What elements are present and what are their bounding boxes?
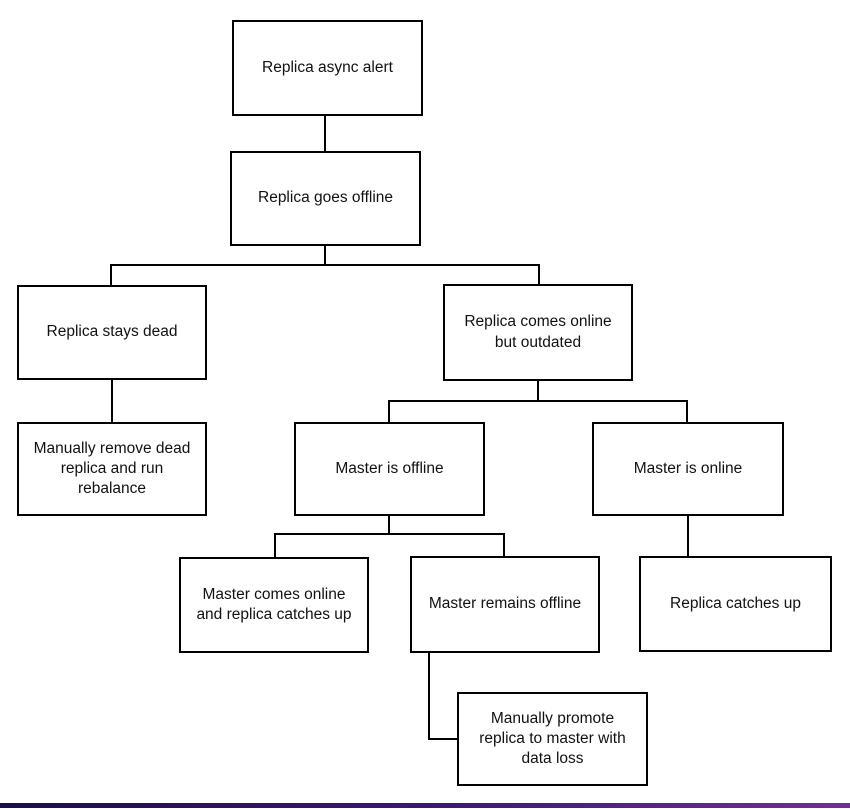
- connector-comes-online-stem: [537, 381, 539, 402]
- connector-goes-offline-branch-bar: [110, 264, 540, 266]
- connector-master-online-to-catches-up: [687, 516, 689, 556]
- node-replica-goes-offline: Replica goes offline: [230, 151, 421, 246]
- node-replica-async-alert-label: Replica async alert: [262, 58, 393, 76]
- connector-comes-online-branch-bar: [388, 400, 688, 402]
- connector-master-offline-stem: [388, 516, 390, 535]
- connector-drop-to-master-comes-online: [274, 533, 276, 557]
- connector-drop-to-comes-online: [538, 264, 540, 284]
- node-replica-comes-online-but-outdated: Replica comes online but outdated: [443, 284, 633, 381]
- node-replica-stays-dead-label: Replica stays dead: [46, 323, 178, 341]
- node-manually-remove-dead-replica: Manually remove dead replica and run reb…: [17, 422, 207, 516]
- node-master-is-offline-label: Master is offline: [335, 459, 444, 477]
- node-replica-goes-offline-label: Replica goes offline: [258, 189, 393, 207]
- node-manually-promote-replica-label: Manually promote replica to master with …: [479, 709, 626, 768]
- node-manually-promote-replica: Manually promote replica to master with …: [457, 692, 648, 786]
- node-replica-catches-up: Replica catches up: [639, 556, 832, 652]
- connector-drop-to-master-remains-offline: [503, 533, 505, 556]
- node-master-comes-online-replica-catches-up-label: Master comes online and replica catches …: [196, 585, 352, 623]
- node-replica-comes-online-but-outdated-label: Replica comes online but outdated: [464, 313, 612, 351]
- connector-stays-dead-to-remove: [111, 380, 113, 422]
- connector-drop-to-stays-dead: [110, 264, 112, 285]
- node-manually-remove-dead-replica-label: Manually remove dead replica and run reb…: [33, 439, 191, 498]
- node-master-comes-online-replica-catches-up: Master comes online and replica catches …: [179, 557, 369, 653]
- node-master-is-online-label: Master is online: [633, 459, 743, 477]
- connector-remains-offline-elbow-horizontal: [428, 738, 457, 740]
- connector-goes-offline-stem: [324, 246, 326, 266]
- connector-drop-to-master-offline: [388, 400, 390, 422]
- connector-alert-to-goes-offline: [324, 116, 326, 151]
- node-master-is-online: Master is online: [592, 422, 784, 516]
- node-replica-catches-up-label: Replica catches up: [670, 594, 801, 612]
- footer-accent-bar: [0, 803, 850, 808]
- connector-master-offline-branch-bar: [274, 533, 505, 535]
- node-replica-stays-dead: Replica stays dead: [17, 285, 207, 380]
- connector-remains-offline-elbow-vertical: [428, 653, 430, 740]
- node-master-remains-offline-label: Master remains offline: [428, 595, 582, 613]
- node-master-remains-offline: Master remains offline: [410, 556, 600, 653]
- connector-drop-to-master-online: [686, 400, 688, 422]
- node-master-is-offline: Master is offline: [294, 422, 485, 516]
- node-replica-async-alert: Replica async alert: [232, 20, 423, 116]
